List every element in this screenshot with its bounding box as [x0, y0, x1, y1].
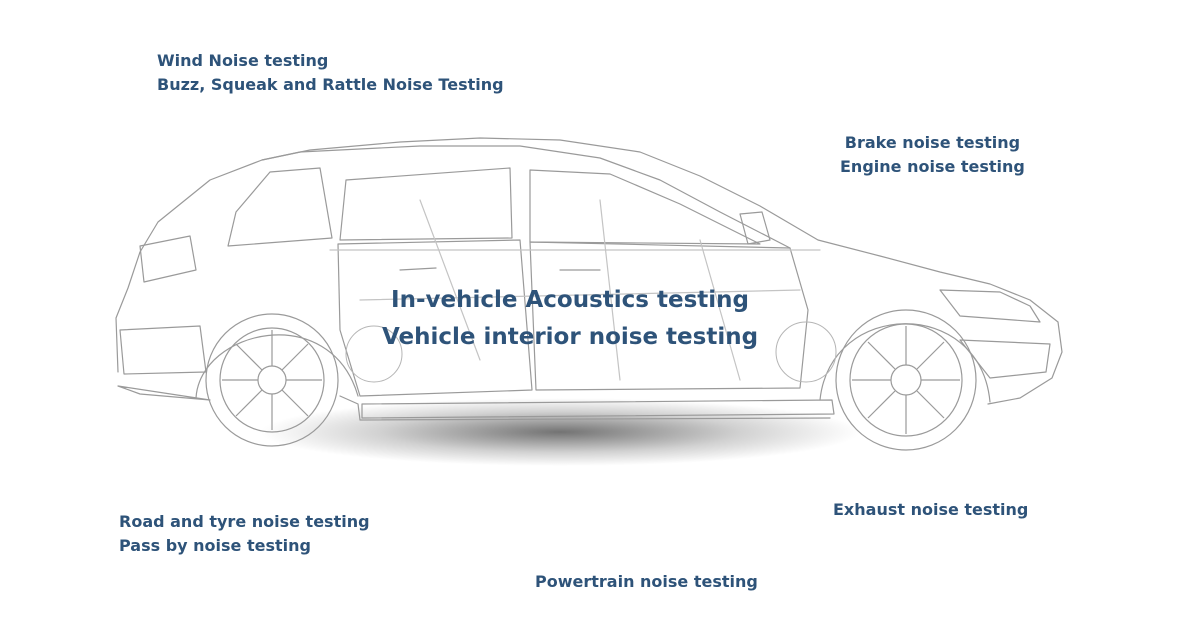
car-front-wheel: [835, 309, 977, 451]
car-front-brake-disc: [775, 321, 837, 383]
car-rear-bumper: [119, 325, 207, 375]
car-side-sill: [361, 399, 835, 419]
label-engine-noise: Engine noise testing: [840, 157, 1025, 176]
label-bsr-noise: Buzz, Squeak and Rattle Noise Testing: [157, 75, 504, 94]
car-body-outline: [115, 137, 1063, 421]
car-front-door-window: [529, 169, 761, 245]
label-powertrain-noise: Powertrain noise testing: [535, 572, 758, 591]
car-rear-brake-disc: [345, 325, 403, 383]
car-side-mirror: [739, 211, 771, 245]
car-interior-lines: [329, 199, 821, 381]
car-front-door: [529, 241, 809, 391]
car-rear-door: [337, 239, 533, 397]
car-roof-line: [261, 145, 791, 249]
car-headlight: [939, 289, 1041, 323]
label-group-top-left: Wind Noise testing Buzz, Squeak and Ratt…: [157, 49, 504, 97]
label-brake-noise: Brake noise testing: [844, 133, 1021, 152]
car-rear-window: [227, 167, 333, 247]
car-rear-wheel: [205, 313, 339, 447]
car-shadow: [260, 398, 860, 466]
car-front-wheel-arch: [819, 323, 991, 403]
car-rear-door-window: [339, 167, 513, 241]
label-wind-noise: Wind Noise testing: [157, 51, 329, 70]
label-group-center: In-vehicle Acoustics testing Vehicle int…: [300, 282, 840, 356]
label-road-tyre-noise: Road and tyre noise testing: [119, 512, 370, 531]
label-in-vehicle-acoustics: In-vehicle Acoustics testing: [391, 287, 749, 313]
car-front-bumper: [959, 339, 1051, 379]
label-group-bottom-left: Road and tyre noise testing Pass by nois…: [119, 510, 370, 558]
car-taillight: [139, 235, 197, 283]
label-exhaust-noise: Exhaust noise testing: [833, 500, 1029, 519]
car-rear-wheel-arch: [195, 334, 359, 399]
label-pass-by-noise: Pass by noise testing: [119, 536, 311, 555]
label-group-bottom-right: Exhaust noise testing: [833, 498, 1028, 522]
label-interior-noise: Vehicle interior noise testing: [381, 324, 759, 350]
label-group-top-right: Brake noise testing Engine noise testing: [840, 131, 1025, 179]
label-group-bottom-center: Powertrain noise testing: [535, 570, 758, 594]
car-door-handle-rear: [399, 267, 437, 271]
